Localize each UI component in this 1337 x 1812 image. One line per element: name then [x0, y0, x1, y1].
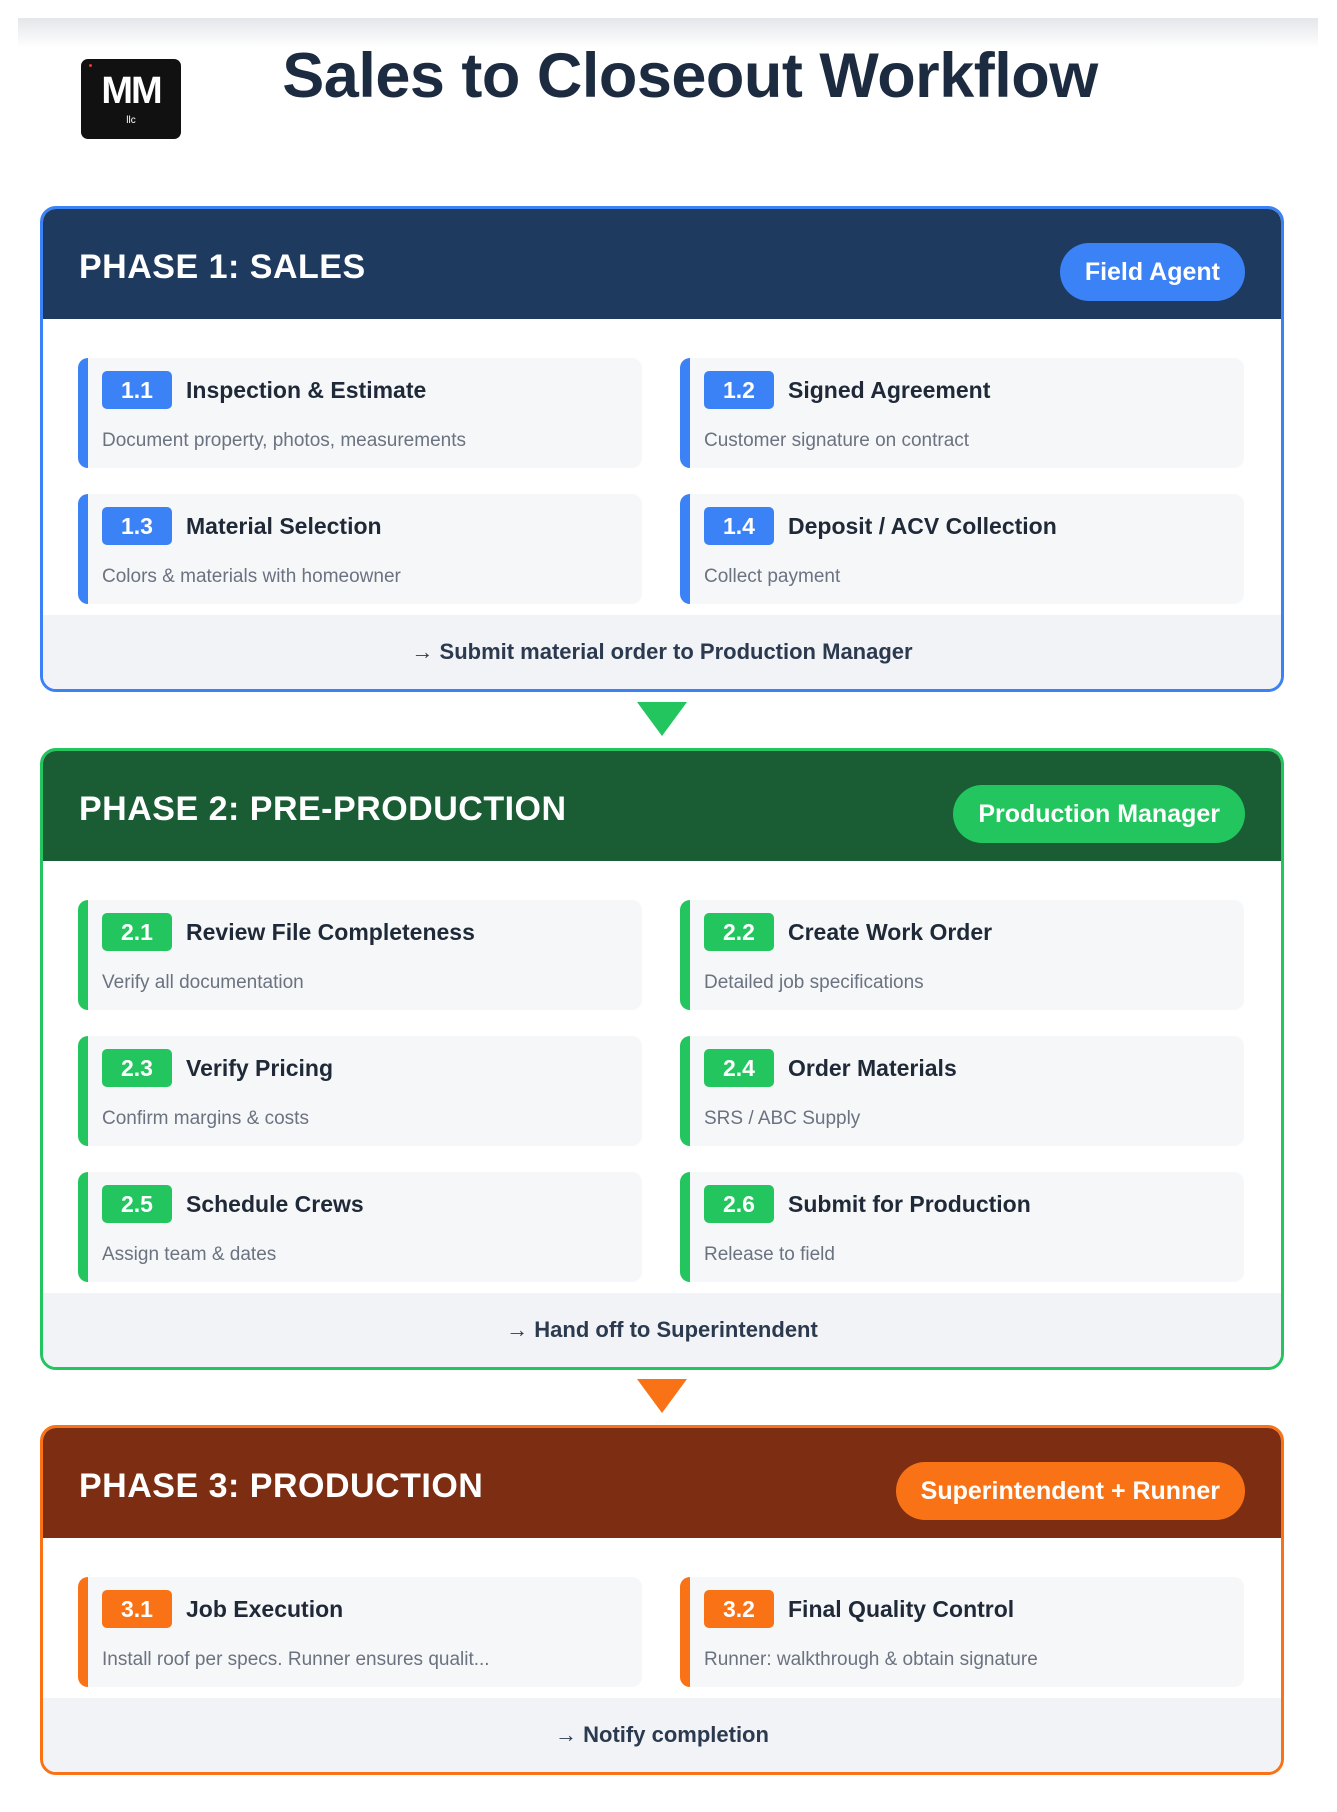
handoff-note: → Hand off to Superintendent: [43, 1293, 1281, 1367]
step-description: Colors & materials with homeowner: [102, 566, 401, 587]
step-number-badge: 2.5: [102, 1185, 172, 1223]
step-title: Signed Agreement: [788, 377, 991, 403]
step-card: 2.5 Schedule Crews Assign team & dates: [78, 1172, 642, 1282]
logo-mark: MM: [101, 70, 162, 112]
step-card: 1.3 Material Selection Colors & material…: [78, 494, 642, 604]
step-description: Release to field: [704, 1244, 835, 1265]
role-badge: Superintendent + Runner: [895, 1462, 1245, 1520]
step-description: Collect payment: [704, 566, 841, 587]
step-title: Verify Pricing: [186, 1055, 334, 1081]
step-number-badge: 1.3: [102, 507, 172, 545]
phase-3-production: PHASE 3: PRODUCTION Superintendent + Run…: [40, 1425, 1284, 1775]
step-card: 2.2 Create Work Order Detailed job speci…: [680, 900, 1244, 1010]
step-description: Assign team & dates: [102, 1244, 277, 1265]
step-title: Order Materials: [788, 1055, 957, 1081]
step-card: 2.4 Order Materials SRS / ABC Supply: [680, 1036, 1244, 1146]
step-description: Runner: walkthrough & obtain signature: [704, 1649, 1038, 1670]
step-number-badge: 2.4: [704, 1049, 774, 1087]
step-title: Deposit / ACV Collection: [788, 513, 1057, 539]
page-title: Sales to Closeout Workflow: [282, 41, 1098, 111]
flow-arrow-down: [637, 702, 687, 736]
step-number-badge: 1.1: [102, 371, 172, 409]
handoff-note: → Submit material order to Production Ma…: [43, 615, 1281, 689]
step-title: Final Quality Control: [788, 1596, 1015, 1622]
step-card: 1.2 Signed Agreement Customer signature …: [680, 358, 1244, 468]
step-description: Confirm margins & costs: [102, 1108, 309, 1129]
step-title: Job Execution: [186, 1596, 344, 1622]
step-card: 1.4 Deposit / ACV Collection Collect pay…: [680, 494, 1244, 604]
step-description: Customer signature on contract: [704, 430, 970, 451]
step-card: 2.3 Verify Pricing Confirm margins & cos…: [78, 1036, 642, 1146]
step-card: 3.2 Final Quality Control Runner: walkth…: [680, 1577, 1244, 1687]
phase-title: PHASE 2: PRE-PRODUCTION: [79, 790, 567, 828]
phase-header: PHASE 2: PRE-PRODUCTION Production Manag…: [43, 751, 1281, 861]
logo-dot: [89, 64, 92, 67]
phase-1-sales: PHASE 1: SALES Field Agent 1.1 Inspectio…: [40, 206, 1284, 692]
step-card: 2.6 Submit for Production Release to fie…: [680, 1172, 1244, 1282]
step-description: Document property, photos, measurements: [102, 430, 466, 451]
top-shade: [18, 18, 1318, 48]
phase-title: PHASE 3: PRODUCTION: [79, 1467, 484, 1505]
step-title: Submit for Production: [788, 1191, 1031, 1217]
phase-header: PHASE 1: SALES Field Agent: [43, 209, 1281, 319]
phase-header: PHASE 3: PRODUCTION Superintendent + Run…: [43, 1428, 1281, 1538]
role-badge: Field Agent: [1059, 243, 1245, 301]
step-number-badge: 3.2: [704, 1590, 774, 1628]
phase-2-pre-production: PHASE 2: PRE-PRODUCTION Production Manag…: [40, 748, 1284, 1370]
handoff-note: → Notify completion: [43, 1698, 1281, 1772]
step-title: Schedule Crews: [186, 1191, 364, 1217]
step-card: 3.1 Job Execution Install roof per specs…: [78, 1577, 642, 1687]
step-description: Detailed job specifications: [704, 972, 924, 993]
flow-arrow-down: [637, 1379, 687, 1413]
step-card: 1.1 Inspection & Estimate Document prope…: [78, 358, 642, 468]
step-title: Create Work Order: [788, 919, 993, 945]
step-title: Material Selection: [186, 513, 382, 539]
step-card: 2.1 Review File Completeness Verify all …: [78, 900, 642, 1010]
step-number-badge: 1.2: [704, 371, 774, 409]
phase-title: PHASE 1: SALES: [79, 248, 366, 286]
company-logo: MM llc: [81, 59, 181, 139]
step-number-badge: 2.1: [102, 913, 172, 951]
step-description: Install roof per specs. Runner ensures q…: [102, 1649, 490, 1670]
step-number-badge: 2.6: [704, 1185, 774, 1223]
logo-sub: llc: [126, 115, 136, 126]
role-badge: Production Manager: [953, 785, 1245, 843]
step-number-badge: 3.1: [102, 1590, 172, 1628]
step-title: Review File Completeness: [186, 919, 475, 945]
step-description: Verify all documentation: [102, 972, 304, 993]
step-number-badge: 1.4: [704, 507, 774, 545]
step-number-badge: 2.2: [704, 913, 774, 951]
step-description: SRS / ABC Supply: [704, 1108, 861, 1129]
step-title: Inspection & Estimate: [186, 377, 427, 403]
step-number-badge: 2.3: [102, 1049, 172, 1087]
